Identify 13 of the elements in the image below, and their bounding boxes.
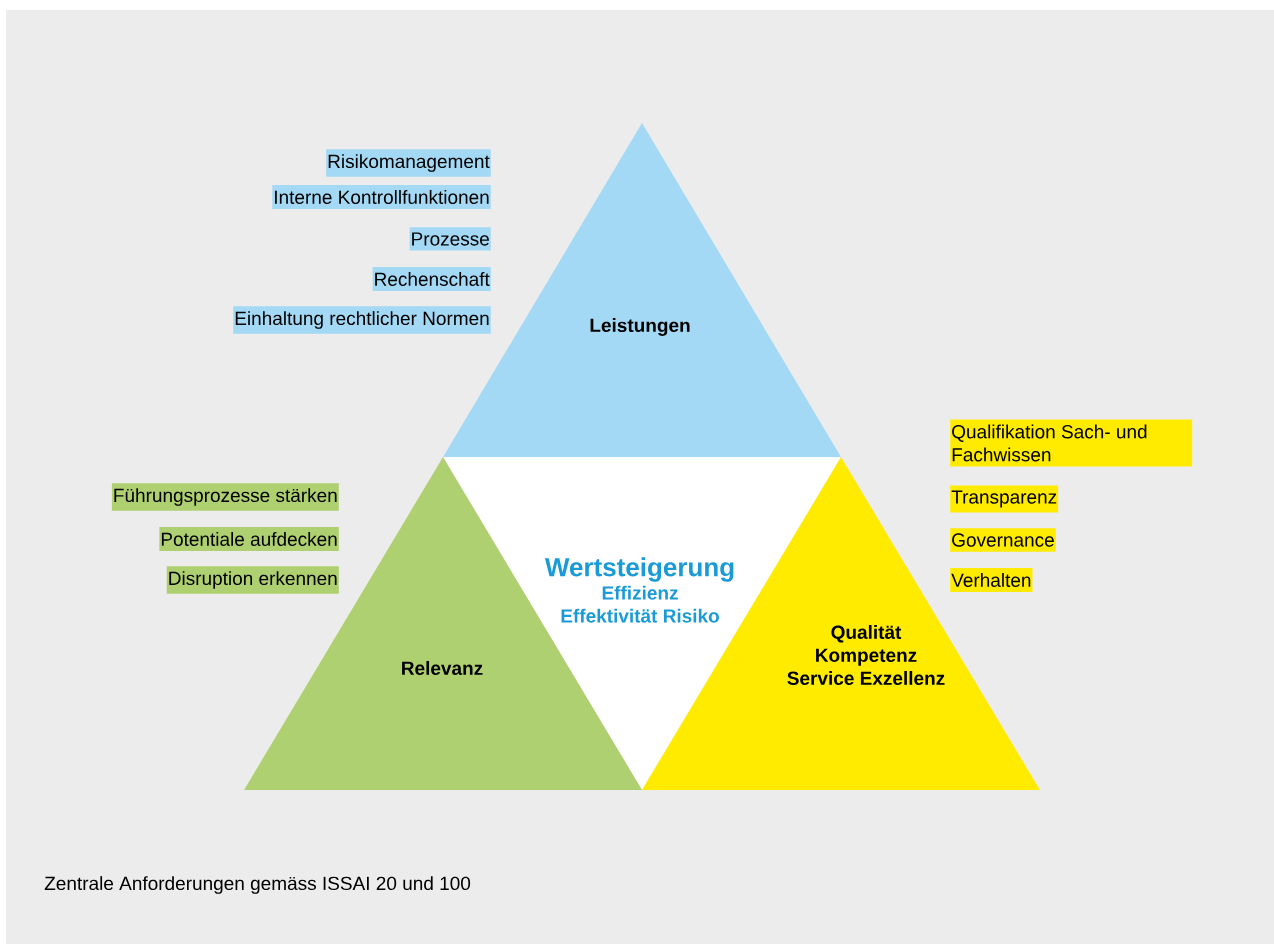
caption: Zentrale Anforderungen gemäss ISSAI 20 und 100 — [44, 876, 471, 894]
highlighted-text: Verhalten — [950, 568, 1033, 592]
highlighted-text: Potentiale aufdecken — [159, 527, 339, 551]
highlighted-text: Governance — [950, 528, 1056, 552]
highlighted-text: Rechenschaft — [372, 267, 491, 291]
highlighted-text: Qualifikation Sach- und Fachwissen — [950, 419, 1193, 467]
highlighted-text: Prozesse — [409, 227, 491, 251]
highlighted-text: Risikomanagement — [326, 149, 491, 177]
highlighted-text: Führungsprozesse stärken — [111, 483, 339, 511]
highlighted-text: Einhaltung rechtlicher Normen — [233, 306, 491, 334]
highlighted-text: Interne Kontrollfunktionen — [272, 185, 491, 209]
highlighted-text: Transparenz — [950, 485, 1059, 513]
highlighted-text: Disruption erkennen — [166, 566, 339, 594]
